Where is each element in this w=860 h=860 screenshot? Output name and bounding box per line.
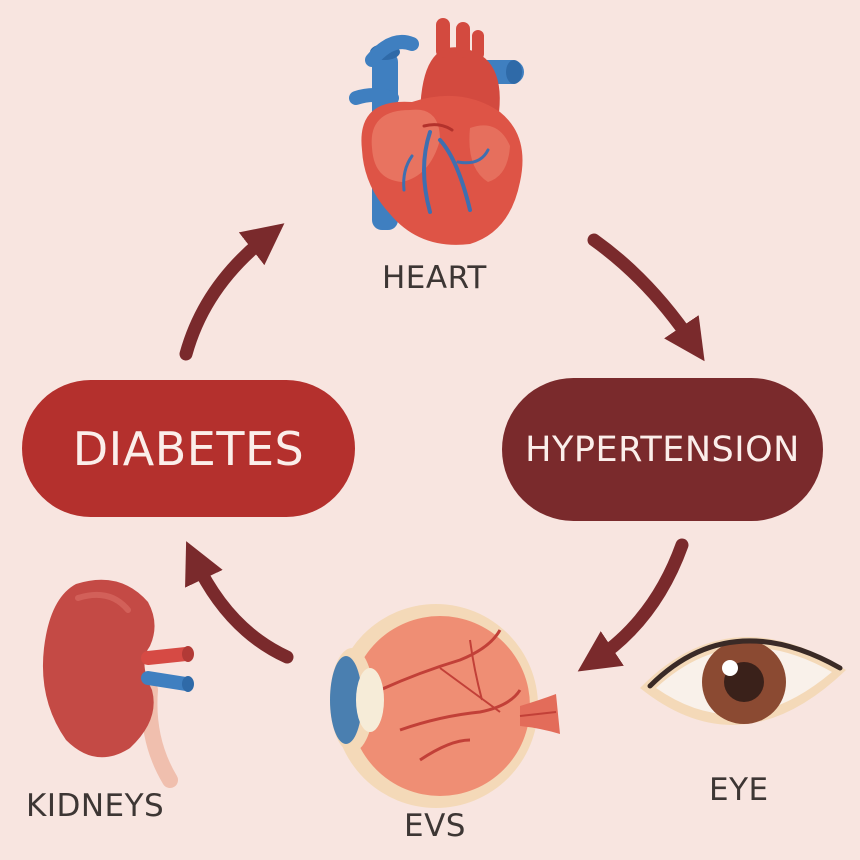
arrow-diabetes-to-heart — [179, 223, 285, 361]
heart-icon — [349, 18, 524, 245]
eye-label: EYE — [709, 772, 769, 808]
arrow-heart-to-hypertension — [587, 233, 705, 362]
hypertension-node: HYPERTENSION — [502, 378, 823, 521]
diabetes-label: DIABETES — [72, 421, 305, 476]
kidney-icon — [42, 579, 194, 788]
arrow-hypertension-to-evs — [577, 538, 689, 672]
evs-label: EVS — [404, 808, 466, 844]
hypertension-label: HYPERTENSION — [525, 429, 800, 470]
eye-icon — [640, 637, 846, 725]
kidneys-label: KIDNEYS — [26, 788, 165, 824]
eyeball-anatomy-icon — [330, 604, 560, 808]
diabetes-node: DIABETES — [22, 380, 355, 517]
arrow-evs-to-diabetes — [185, 541, 294, 664]
heart-label: HEART — [382, 260, 487, 296]
